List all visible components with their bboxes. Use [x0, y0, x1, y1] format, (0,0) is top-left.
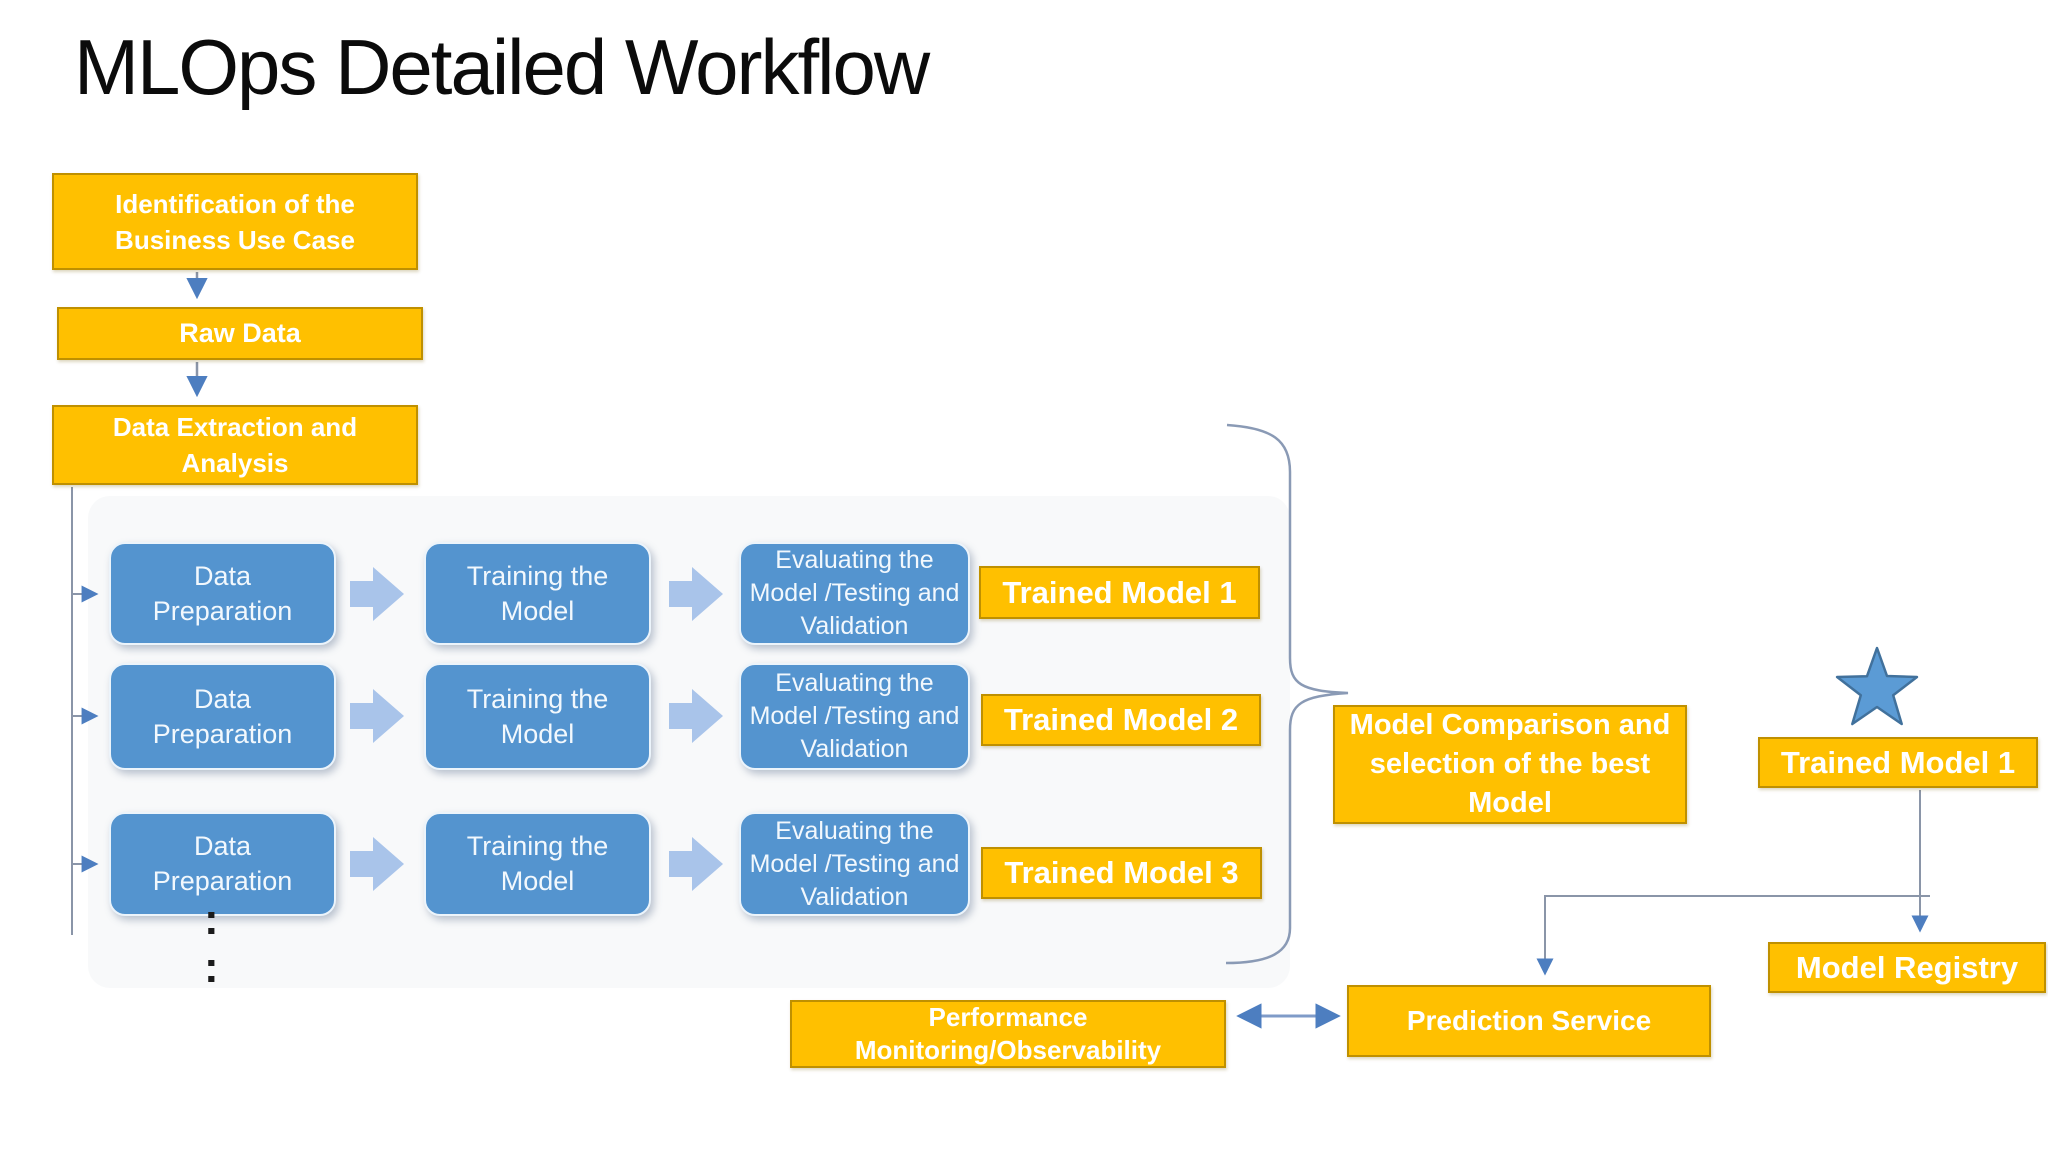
node-training-model-2: Training the Model [424, 663, 651, 770]
ellipsis-glyph: : [204, 943, 219, 992]
node-label: Performance Monitoring/Observability [854, 1002, 1162, 1065]
block-arrow-icon [350, 567, 723, 891]
vertical-ellipsis-icon: : [204, 898, 219, 942]
node-label: Evaluating the Model /Testing and Valida… [749, 816, 960, 911]
node-identification-label: Identification of the Business Use Case [115, 188, 355, 255]
node-data-extraction: Data Extraction and Analysis [52, 405, 418, 485]
node-label: Prediction Service [1406, 1005, 1652, 1036]
ellipsis-glyph: : [204, 895, 219, 944]
vertical-ellipsis-icon: : [204, 946, 219, 990]
node-label: Data Preparation [152, 831, 293, 896]
node-trained-model-2: Trained Model 2 [981, 694, 1261, 746]
node-label: Training the Model [466, 831, 609, 896]
node-identification: Identification of the Business Use Case [52, 173, 418, 270]
node-raw-data: Raw Data [57, 307, 423, 360]
node-data-preparation-2: Data Preparation [109, 663, 336, 770]
node-label: Data Preparation [152, 560, 293, 626]
curly-brace-icon [1225, 423, 1349, 965]
node-label: Trained Model 2 [1003, 702, 1239, 737]
node-evaluating-model-2: Evaluating the Model /Testing and Valida… [739, 663, 970, 770]
node-data-preparation-3: Data Preparation [109, 812, 336, 916]
node-label: Model Registry [1795, 949, 2019, 985]
node-model-registry: Model Registry [1768, 942, 2046, 993]
node-label: Trained Model 1 [1002, 574, 1237, 610]
node-label: Evaluating the Model /Testing and Valida… [749, 669, 960, 763]
node-model-comparison: Model Comparison and selection of the be… [1333, 705, 1687, 824]
node-data-extraction-label: Data Extraction and Analysis [112, 412, 358, 478]
node-label: Evaluating the Model /Testing and Valida… [749, 546, 960, 640]
page-title: MLOps Detailed Workflow [74, 23, 930, 111]
node-data-preparation-1: Data Preparation [109, 542, 336, 645]
node-prediction-service: Prediction Service [1347, 985, 1711, 1057]
node-trained-model-3: Trained Model 3 [981, 847, 1262, 899]
node-trained-model-1: Trained Model 1 [979, 566, 1260, 619]
node-label: Trained Model 3 [1004, 855, 1239, 890]
node-label: Training the Model [466, 560, 609, 626]
node-training-model-1: Training the Model [424, 542, 651, 645]
node-evaluating-model-1: Evaluating the Model /Testing and Valida… [739, 542, 970, 645]
node-evaluating-model-3: Evaluating the Model /Testing and Valida… [739, 812, 970, 916]
star-icon [1835, 646, 1919, 726]
node-label: Model Comparison and selection of the be… [1349, 709, 1671, 819]
node-label: Data Preparation [152, 683, 293, 749]
node-raw-data-label: Raw Data [179, 318, 301, 348]
node-label: Training the Model [466, 683, 609, 749]
node-training-model-3: Training the Model [424, 812, 651, 916]
node-performance-monitoring: Performance Monitoring/Observability [790, 1000, 1226, 1068]
node-label: Trained Model 1 [1780, 744, 2016, 780]
node-best-trained-model: Trained Model 1 [1758, 737, 2038, 788]
connector-bestmodel-to-prediction [1536, 895, 1930, 976]
